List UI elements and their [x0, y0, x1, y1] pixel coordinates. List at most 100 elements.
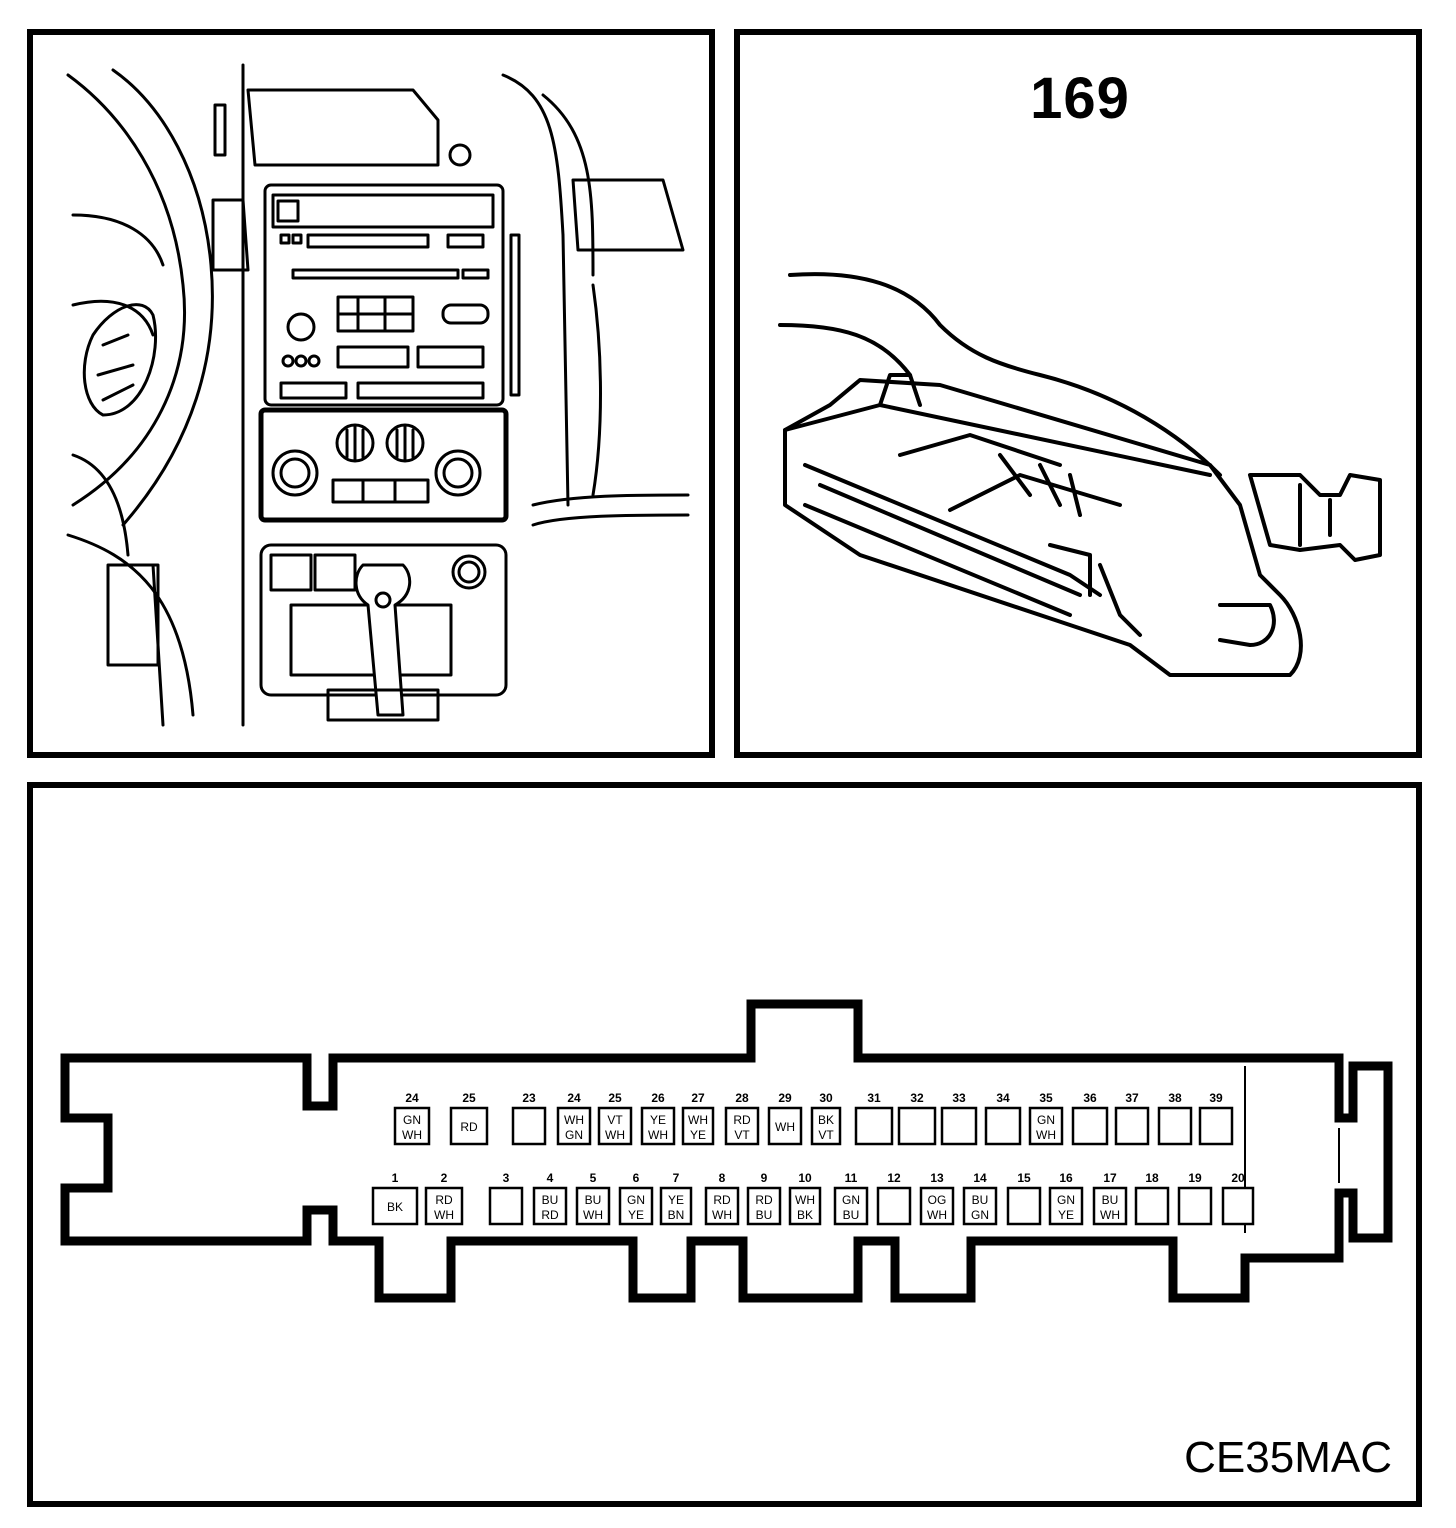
wire-color-stripe: YE — [690, 1128, 706, 1142]
pin-cavity — [511, 1106, 547, 1146]
pin-number: 25 — [608, 1091, 622, 1105]
pin-cavity — [876, 1186, 912, 1226]
top-pin-34: 34 — [984, 1091, 1022, 1146]
pin-number: 8 — [719, 1171, 726, 1185]
pin-cavity — [1114, 1106, 1150, 1146]
pin-cavity — [488, 1186, 524, 1226]
wire-color-primary: RD — [733, 1113, 751, 1127]
pin-cavity — [618, 1186, 654, 1226]
top-pin-37: 37 — [1114, 1091, 1150, 1146]
top-pin-23: 23 — [511, 1091, 547, 1146]
wire-color-stripe: WH — [583, 1208, 603, 1222]
wire-color-primary: GN — [1037, 1113, 1055, 1127]
pin-cavity — [556, 1106, 592, 1146]
pin-number: 18 — [1145, 1171, 1159, 1185]
pin-number: 37 — [1125, 1091, 1139, 1105]
wire-color-primary: RD — [435, 1193, 453, 1207]
pin-cavity — [659, 1186, 693, 1226]
pin-cavity — [810, 1106, 842, 1146]
pin-number: 7 — [673, 1171, 680, 1185]
diagram-code: CE35MAC — [1184, 1433, 1392, 1482]
pin-number: 25 — [462, 1091, 476, 1105]
connector-number: 169 — [1030, 66, 1130, 131]
top-pin-33: 33 — [940, 1091, 978, 1146]
pin-number: 10 — [798, 1171, 812, 1185]
connector-housing-outline — [60, 999, 1393, 1303]
pin-number: 5 — [590, 1171, 597, 1185]
pin-number: 16 — [1059, 1171, 1073, 1185]
pin-cavity — [704, 1186, 740, 1226]
wire-color-stripe: WH — [434, 1208, 454, 1222]
pin-cavity — [371, 1186, 419, 1226]
bottom-pin-18: 18 — [1134, 1171, 1170, 1226]
connector-view-panel: 169 — [734, 29, 1422, 758]
wire-color-stripe: WH — [927, 1208, 947, 1222]
pin-number: 27 — [691, 1091, 705, 1105]
wire-color-primary: BK — [818, 1113, 834, 1127]
wire-color-primary: GN — [627, 1193, 645, 1207]
wire-color-stripe: BK — [797, 1208, 813, 1222]
wire-color-primary: GN — [403, 1113, 421, 1127]
pin-cavity — [1198, 1106, 1234, 1146]
bottom-pin-19: 19 — [1177, 1171, 1213, 1226]
wire-color-stripe: BU — [843, 1208, 860, 1222]
wire-color-primary: WH — [688, 1113, 708, 1127]
wire-color-stripe: WH — [402, 1128, 422, 1142]
bottom-pin-20: 20 — [1221, 1171, 1255, 1226]
wire-color-primary: YE — [668, 1193, 684, 1207]
wire-color-primary: BU — [585, 1193, 602, 1207]
pin-cavity — [449, 1106, 489, 1146]
pin-number: 9 — [761, 1171, 768, 1185]
wire-color-stripe: WH — [1036, 1128, 1056, 1142]
pin-number: 36 — [1083, 1091, 1097, 1105]
pin-number: 14 — [973, 1171, 987, 1185]
dashboard-illustration — [66, 63, 690, 727]
bottom-pin-12: 12 — [876, 1171, 912, 1226]
pin-number: 12 — [887, 1171, 901, 1185]
wire-color-primary: GN — [842, 1193, 860, 1207]
wire-color-stripe: GN — [565, 1128, 583, 1142]
wire-color-primary: BU — [972, 1193, 989, 1207]
pin-cavity — [962, 1186, 998, 1226]
pin-number: 34 — [996, 1091, 1010, 1105]
wire-color-stripe: VT — [734, 1128, 750, 1142]
pin-cavity — [854, 1106, 894, 1146]
pin-number: 1 — [392, 1171, 399, 1185]
wire-color-stripe: BN — [668, 1208, 685, 1222]
wire-color-primary: YE — [650, 1113, 666, 1127]
wire-color-primary: RD — [755, 1193, 773, 1207]
pin-number: 17 — [1103, 1171, 1117, 1185]
pin-cavity — [424, 1186, 464, 1226]
top-pin-32: 32 — [897, 1091, 937, 1146]
pin-cavity — [1157, 1106, 1193, 1146]
pin-number: 29 — [778, 1091, 792, 1105]
wire-color-stripe: WH — [605, 1128, 625, 1142]
pin-cavity — [746, 1186, 782, 1226]
pin-number: 32 — [910, 1091, 924, 1105]
pin-number: 35 — [1039, 1091, 1053, 1105]
pin-cavity — [1071, 1106, 1109, 1146]
pin-cavity — [681, 1106, 715, 1146]
wire-color: RD — [460, 1120, 478, 1134]
top-pin-39: 39 — [1198, 1091, 1234, 1146]
pin-number: 2 — [441, 1171, 448, 1185]
pin-cavity — [940, 1106, 978, 1146]
pin-cavity — [1048, 1186, 1084, 1226]
bottom-pin-3: 3 — [488, 1171, 524, 1226]
top-pin-31: 31 — [854, 1091, 894, 1146]
pin-cavity — [1177, 1186, 1213, 1226]
pin-number: 15 — [1017, 1171, 1031, 1185]
